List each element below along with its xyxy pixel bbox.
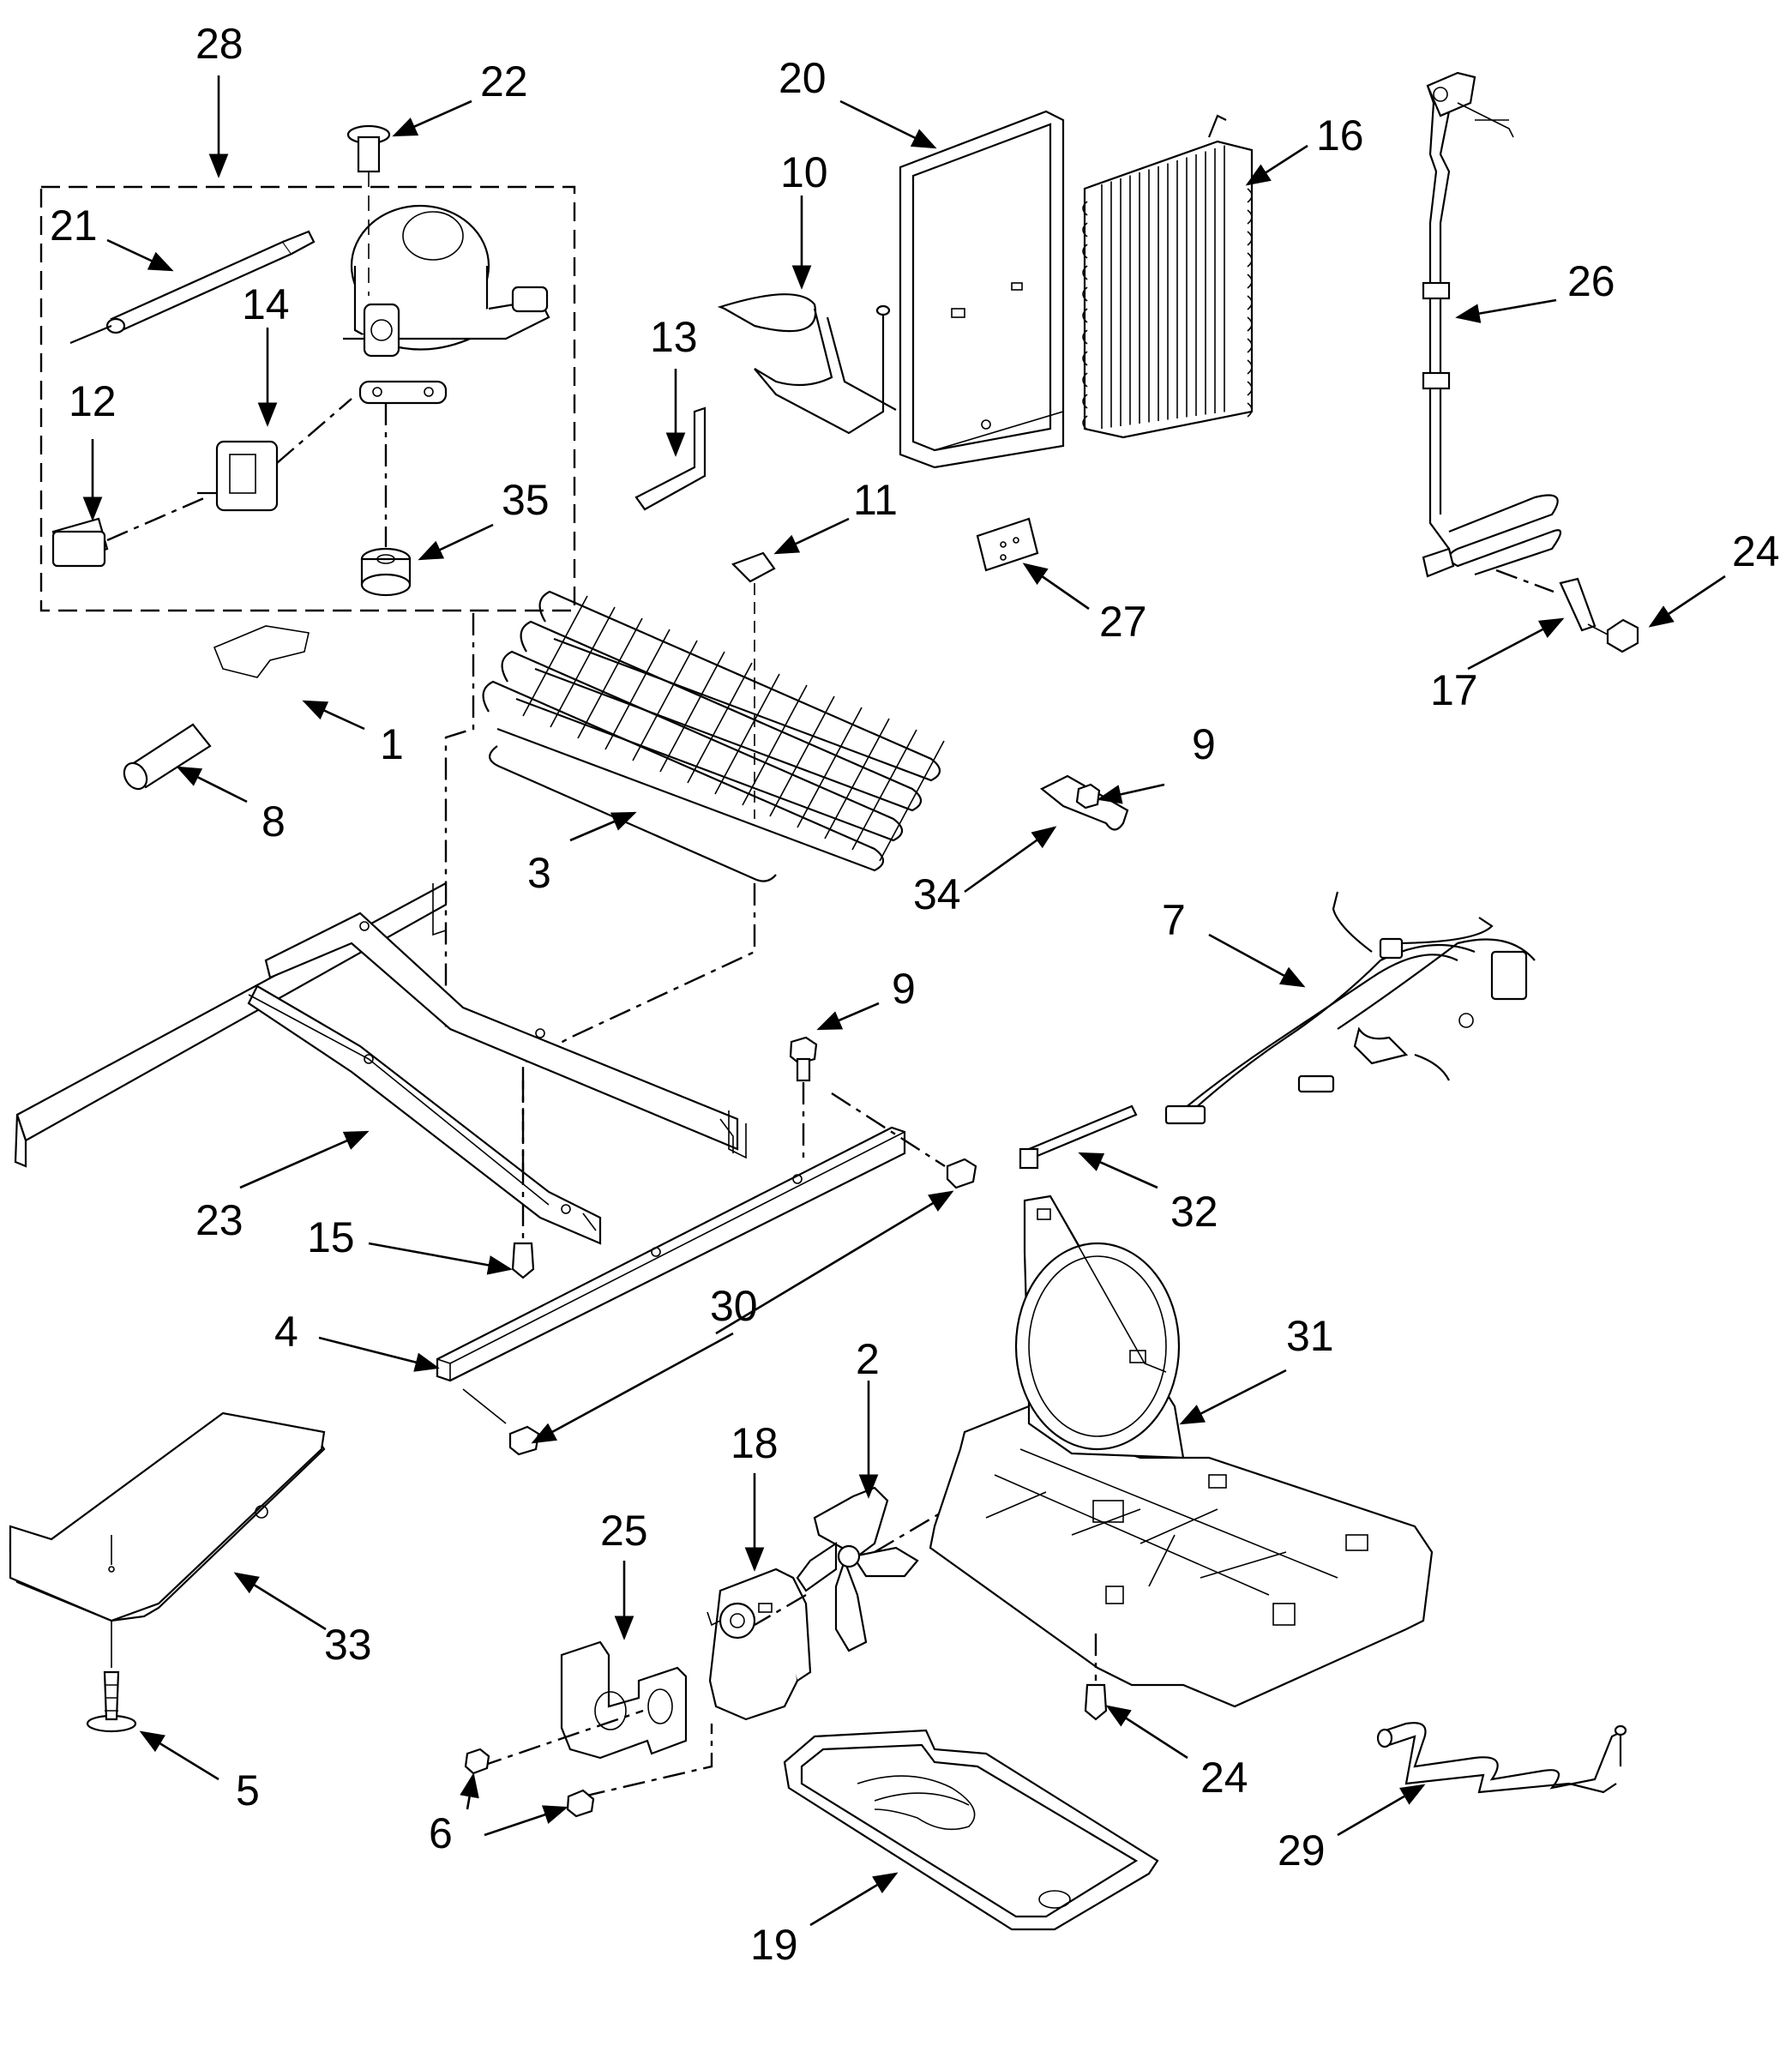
callout-27: 27 (1099, 598, 1147, 646)
screw-9-lower[interactable] (789, 1036, 818, 1158)
callout-28: 28 (195, 20, 244, 68)
callout-6: 6 (429, 1809, 453, 1857)
fan-blade-2[interactable] (754, 1426, 1085, 1652)
callout-24-upper: 24 (1732, 527, 1780, 575)
callout-25: 25 (600, 1507, 648, 1555)
tube-13[interactable] (634, 406, 707, 511)
compressor-centerline (444, 613, 475, 1033)
motor-bracket-25[interactable] (479, 1640, 713, 1798)
compressor-assembly-boundary (39, 185, 576, 612)
callout-1: 1 (380, 720, 404, 768)
screw-9-upper[interactable] (1075, 783, 1101, 809)
callout-arrows (82, 75, 1726, 1927)
evaporator-cover-20[interactable] (899, 110, 1065, 469)
callout-8: 8 (262, 797, 286, 845)
callout-15: 15 (307, 1213, 355, 1261)
callout-16: 16 (1316, 111, 1364, 159)
screw-6-upper[interactable] (464, 1748, 490, 1775)
screw-24-lower[interactable] (1084, 1634, 1108, 1721)
shim-1[interactable] (213, 625, 310, 678)
callout-7: 7 (1162, 896, 1186, 944)
tube-assembly-26[interactable] (1422, 71, 1562, 578)
tube-insulation-8[interactable] (120, 723, 212, 793)
screw-24-upper[interactable] (1587, 618, 1639, 653)
push-pin-5[interactable] (86, 1621, 137, 1733)
callout-9-lower: 9 (892, 965, 916, 1013)
rubber-mount-35[interactable] (360, 403, 412, 597)
screw-30-left[interactable] (462, 1388, 540, 1456)
callout-labels: 28 22 20 10 16 21 14 13 26 12 35 11 24 2… (50, 20, 1780, 1969)
screw-15[interactable] (511, 1080, 535, 1279)
frame-rails-23[interactable] (14, 882, 739, 1245)
callout-17: 17 (1430, 666, 1478, 714)
callout-24-lower: 24 (1200, 1754, 1248, 1802)
drain-pan-19[interactable] (783, 1729, 1159, 1931)
callout-31: 31 (1286, 1312, 1334, 1360)
callout-14: 14 (242, 280, 290, 328)
insulation-27[interactable] (976, 517, 1039, 572)
evaporator-heater-3[interactable] (482, 590, 945, 882)
heater-centerline (521, 883, 756, 1179)
callout-33: 33 (324, 1621, 372, 1669)
callout-2: 2 (856, 1335, 880, 1383)
fan-shroud-base-31[interactable] (929, 1194, 1434, 1708)
compressor-grommet-22[interactable] (346, 124, 391, 296)
callout-21: 21 (50, 202, 98, 250)
callout-30: 30 (710, 1282, 758, 1330)
fan-motor-18[interactable] (707, 1568, 812, 1721)
overload-14[interactable] (197, 398, 352, 512)
callout-29: 29 (1278, 1826, 1326, 1874)
pad-33[interactable] (9, 1411, 326, 1622)
compressor[interactable] (343, 204, 550, 405)
callout-20: 20 (779, 54, 827, 102)
thermistor-11[interactable] (731, 551, 776, 819)
callout-22: 22 (480, 57, 528, 105)
callout-5: 5 (236, 1766, 260, 1814)
callout-18: 18 (731, 1419, 779, 1467)
tube-29[interactable] (1376, 1722, 1627, 1794)
screw-30-right[interactable] (831, 1092, 977, 1189)
callout-35: 35 (502, 476, 550, 524)
callout-13: 13 (650, 313, 698, 361)
callout-12: 12 (69, 377, 117, 425)
cable-tie-32[interactable] (1019, 1104, 1138, 1170)
drier-21[interactable] (69, 230, 316, 345)
front-rail-4[interactable] (436, 1110, 906, 1382)
discharge-tube-10[interactable] (717, 293, 897, 435)
callout-19: 19 (750, 1921, 798, 1969)
callout-32: 32 (1170, 1188, 1218, 1236)
relay-12[interactable] (51, 496, 207, 568)
callout-26: 26 (1567, 257, 1615, 305)
callout-4: 4 (274, 1308, 298, 1356)
callout-11: 11 (853, 476, 898, 524)
evaporator-16[interactable] (1082, 114, 1254, 439)
callout-10: 10 (780, 148, 828, 196)
callout-3: 3 (527, 849, 551, 897)
callout-23: 23 (195, 1196, 244, 1244)
callout-9-upper: 9 (1192, 720, 1216, 768)
wire-harness-7[interactable] (1164, 891, 1536, 1125)
clip-17[interactable] (1495, 569, 1597, 632)
callout-34: 34 (913, 870, 961, 918)
